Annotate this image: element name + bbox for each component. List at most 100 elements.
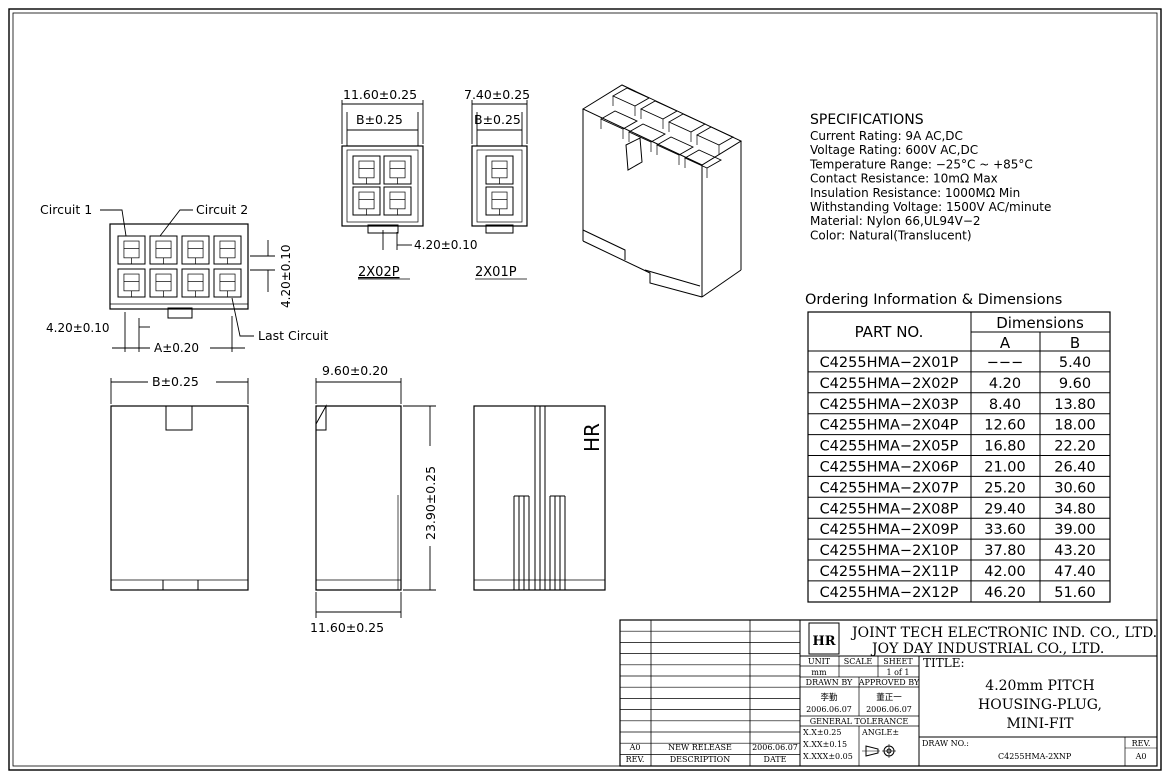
ordering-heading: Ordering Information & Dimensions <box>805 292 1062 308</box>
spec-line: Contact Resistance: 10mΩ Max <box>810 172 998 186</box>
dim-b-cell: 47.40 <box>1054 564 1096 580</box>
col-part-no: PART NO. <box>855 323 924 341</box>
dim-pitch-vertical: 4.20±0.10 <box>279 245 293 309</box>
dim-b-cell: 22.20 <box>1054 439 1096 455</box>
dim-a-cell: 4.20 <box>989 376 1021 392</box>
title-block <box>619 619 1158 767</box>
pin-cavity <box>117 268 146 298</box>
spec-line: Withstanding Voltage: 1500V AC/minute <box>810 200 1051 214</box>
part-no-cell: C4255HMA−2X01P <box>820 355 959 371</box>
dim-2x02p-b: B±0.25 <box>356 112 403 127</box>
pin-cavity <box>485 155 514 185</box>
part-no-cell: C4255HMA−2X08P <box>820 501 959 517</box>
isometric-view <box>581 84 743 298</box>
dim-b-cell: 51.60 <box>1054 585 1096 601</box>
iso-cavity <box>628 123 666 143</box>
dim-2x01p-b: B±0.25 <box>474 112 521 127</box>
general-tolerance-label: GENERAL TOLERANCE <box>810 717 909 726</box>
part-no-cell: C4255HMA−2X03P <box>820 397 959 413</box>
rev-header-rev: REV. <box>626 755 645 764</box>
dim-a-cell: 8.40 <box>989 397 1021 413</box>
pin-cavity <box>485 186 514 216</box>
pin-cavity <box>149 235 178 265</box>
rev-header-date: DATE <box>764 755 787 764</box>
dim-2x02p-pitch: 4.20±0.10 <box>414 238 478 252</box>
spec-heading: SPECIFICATIONS <box>810 112 924 128</box>
dim-b-cell: 5.40 <box>1059 355 1091 371</box>
dim-a-cell: 29.40 <box>984 501 1026 517</box>
rev-label: REV. <box>1132 739 1151 748</box>
rev-row-rev: A0 <box>629 743 641 752</box>
rev-row-description: NEW RELEASE <box>668 743 732 752</box>
iso-cavity <box>668 113 706 133</box>
pin-cavity <box>181 268 210 298</box>
drawing-no: C4255HMA-2XNP <box>998 752 1072 761</box>
iso-cavity <box>656 136 694 156</box>
part-no-cell: C4255HMA−2X11P <box>820 564 959 580</box>
dim-pitch-horizontal: 4.20±0.10 <box>46 321 110 335</box>
dim-2x02p-overall: 11.60±0.25 <box>343 87 417 102</box>
scale-label: SCALE <box>844 657 873 666</box>
part-no-cell: C4255HMA−2X07P <box>820 480 959 496</box>
dim-b-cell: 18.00 <box>1054 418 1096 434</box>
title-label: TITLE: <box>923 656 965 670</box>
company-name-2: JOY DAY INDUSTRIAL CO., LTD. <box>870 641 1104 657</box>
pin-cavity <box>213 268 242 298</box>
title-line-3: MINI-FIT <box>1007 716 1075 732</box>
col-a: A <box>1000 334 1011 352</box>
specifications: SPECIFICATIONS Current Rating: 9A AC,DCV… <box>809 112 1051 242</box>
rear-brand-mark: HR <box>580 423 604 452</box>
iso-cavity <box>696 126 734 146</box>
sheet-label: SHEET <box>883 657 913 666</box>
cavities-2x01p <box>485 155 514 216</box>
outer-border <box>8 8 1162 771</box>
pin-cavity <box>181 235 210 265</box>
title-line-1: 4.20mm PITCH <box>985 678 1094 694</box>
dim-depth: 9.60±0.20 <box>322 363 388 378</box>
leader-circuit-2 <box>159 209 193 237</box>
drawn-by-name: 李勤 <box>820 692 838 703</box>
dim-b-cell: 30.60 <box>1054 480 1096 496</box>
iso-cavity <box>640 100 678 120</box>
dim-a-cell: 12.60 <box>984 418 1026 434</box>
dim-height: 23.90±0.25 <box>423 466 438 540</box>
tol-x: X.X±0.25 <box>803 728 841 737</box>
pin-cavity <box>117 235 146 265</box>
drawing-no-label: DRAW NO.: <box>922 739 969 748</box>
view-2x02p: 11.60±0.25 B±0.25 4.20±0.10 2X02P <box>341 87 478 280</box>
label-last-circuit: Last Circuit <box>258 328 328 343</box>
title-block-text: HR JOINT TECH ELECTRONIC IND. CO., LTD. … <box>626 625 1158 764</box>
label-2x02p: 2X02P <box>358 265 400 280</box>
label-circuit-1: Circuit 1 <box>40 202 92 217</box>
spec-line: Material: Nylon 66,UL94V−2 <box>810 214 981 228</box>
ordering-table: Ordering Information & Dimensions PART N… <box>805 292 1111 603</box>
side-view: 9.60±0.20 23.90±0.25 11.60±0.25 <box>310 363 438 635</box>
part-no-cell: C4255HMA−2X06P <box>820 460 959 476</box>
rev-value: A0 <box>1135 752 1147 761</box>
dim-a: A±0.20 <box>154 341 199 355</box>
dim-b-cell: 13.80 <box>1054 397 1096 413</box>
unit-value: mm <box>811 668 827 677</box>
dim-2x01p-overall: 7.40±0.25 <box>464 87 530 102</box>
label-circuit-2: Circuit 2 <box>196 202 248 217</box>
bottom-front-view: B±0.25 <box>110 374 249 591</box>
iso-cavity <box>684 149 722 169</box>
approved-by-date: 2006.06.07 <box>866 705 912 714</box>
tol-xx: X.XX±0.15 <box>803 740 847 749</box>
approved-by-label: APPROVED BY <box>858 678 920 687</box>
col-dimensions: Dimensions <box>996 314 1084 332</box>
col-b: B <box>1070 334 1080 352</box>
drawn-by-label: DRAWN BY <box>806 678 853 687</box>
dim-b-cell: 9.60 <box>1059 376 1091 392</box>
spec-line: Color: Natural(Translucent) <box>810 228 972 242</box>
part-no-cell: C4255HMA−2X04P <box>820 418 959 434</box>
dim-a-cell: 37.80 <box>984 543 1026 559</box>
pin-cavity <box>383 155 412 185</box>
front-housing <box>109 223 249 310</box>
dim-a-cell: 33.60 <box>984 522 1026 538</box>
part-no-cell: C4255HMA−2X02P <box>820 376 959 392</box>
pin-cavity <box>213 235 242 265</box>
